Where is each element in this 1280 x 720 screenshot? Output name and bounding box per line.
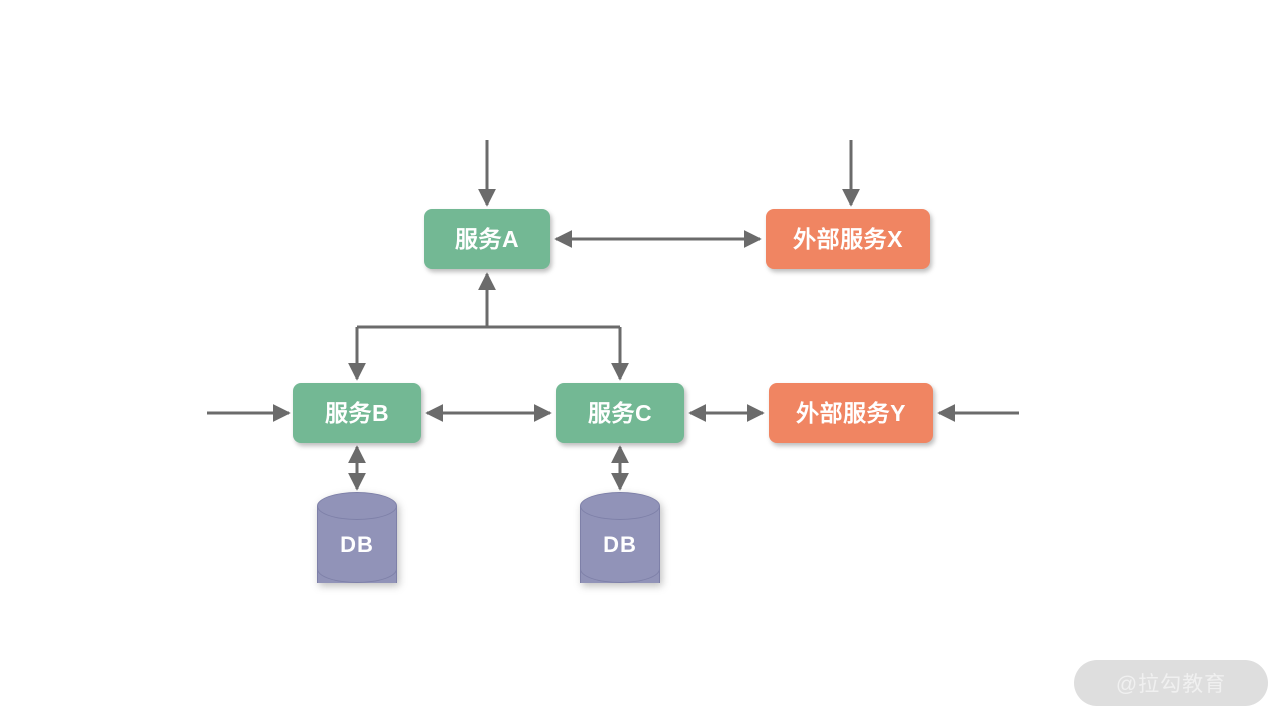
node-external-x[interactable]: 外部服务X — [766, 209, 930, 269]
node-service-b[interactable]: 服务B — [293, 383, 421, 443]
node-external-x-label: 外部服务X — [793, 225, 903, 252]
node-database-c-label: DB — [603, 531, 637, 557]
cylinder-bottom-icon — [317, 555, 397, 583]
cylinder-top-icon — [580, 492, 660, 520]
node-service-a[interactable]: 服务A — [424, 209, 550, 269]
node-external-y[interactable]: 外部服务Y — [769, 383, 933, 443]
node-database-b[interactable]: DB — [317, 492, 397, 597]
watermark-badge: @拉勾教育 — [1074, 660, 1268, 706]
node-service-a-label: 服务A — [454, 225, 520, 252]
watermark-text: @拉勾教育 — [1115, 673, 1227, 696]
node-service-b-label: 服务B — [324, 399, 390, 426]
node-service-c-label: 服务C — [587, 399, 653, 426]
cylinder-top-icon — [317, 492, 397, 520]
node-database-b-label: DB — [340, 531, 374, 557]
node-service-c[interactable]: 服务C — [556, 383, 684, 443]
cylinder-bottom-icon — [580, 555, 660, 583]
node-external-y-label: 外部服务Y — [796, 399, 906, 426]
node-database-c[interactable]: DB — [580, 492, 660, 597]
